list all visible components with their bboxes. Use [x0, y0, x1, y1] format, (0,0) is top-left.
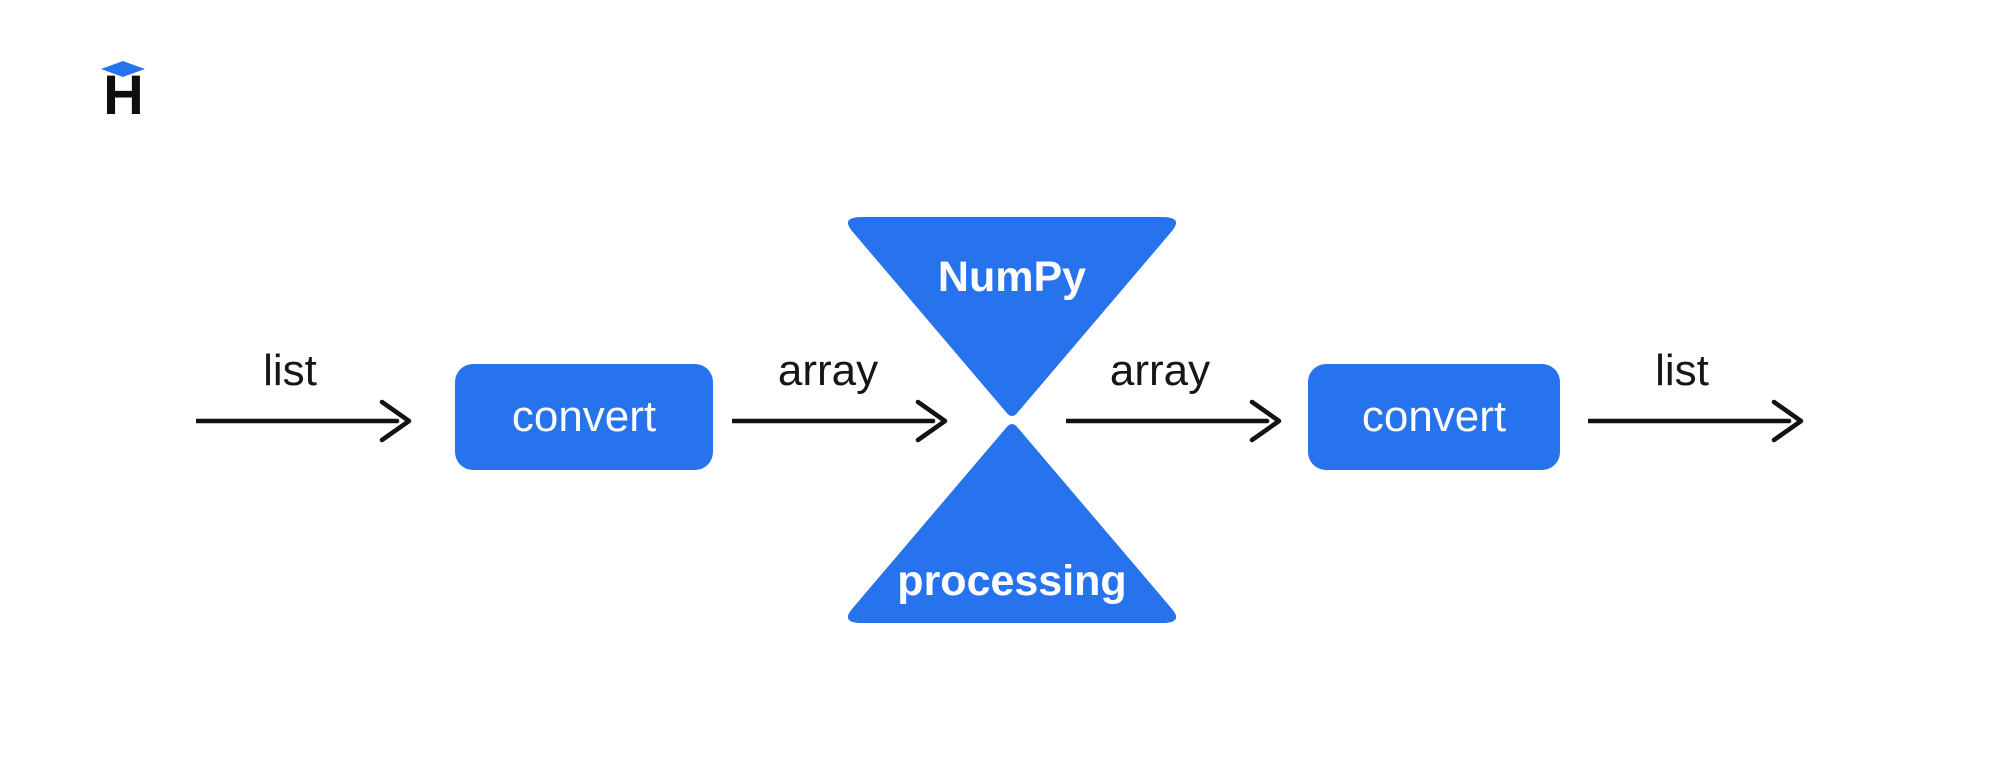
edge-label-output-list: list — [1655, 346, 1709, 395]
edge-label-array-from-numpy: array — [1109, 346, 1211, 395]
convert-node-1: convert — [455, 364, 713, 470]
flow-arrow-3-icon — [1066, 399, 1282, 443]
hyperskill-logo: H — [99, 61, 147, 123]
hourglass-top-label: NumPy — [937, 253, 1087, 301]
hourglass-bottom-label: processing — [897, 557, 1127, 605]
edge-label-input-list: list — [263, 346, 317, 395]
edge-label-array-to-numpy: array — [777, 346, 879, 395]
numpy-hourglass-shape — [847, 217, 1177, 623]
logo-letter: H — [103, 63, 143, 126]
logo-diamond-icon — [101, 61, 145, 77]
convert-node-1-label: convert — [511, 392, 657, 441]
convert-node-2: convert — [1308, 364, 1560, 470]
flow-arrow-1-icon — [196, 399, 412, 443]
flow-arrow-2-icon — [732, 399, 948, 443]
flow-arrow-4-icon — [1588, 399, 1804, 443]
convert-node-2-label: convert — [1361, 392, 1507, 441]
